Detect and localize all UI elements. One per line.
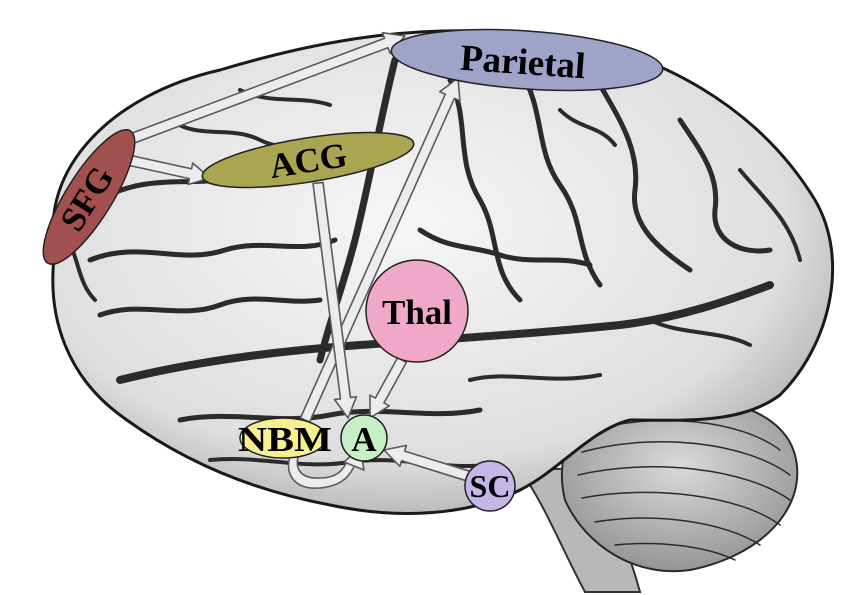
region-sc: SC xyxy=(465,461,515,511)
region-nbm: NBM xyxy=(238,418,332,459)
parietal-label: Parietal xyxy=(459,38,587,88)
thal-label: Thal xyxy=(382,293,452,332)
a-label: A xyxy=(351,420,377,459)
sc-label: SC xyxy=(470,468,511,504)
nbm-label: NBM xyxy=(238,420,332,459)
region-thal: Thal xyxy=(366,260,468,362)
region-a: A xyxy=(341,415,387,461)
